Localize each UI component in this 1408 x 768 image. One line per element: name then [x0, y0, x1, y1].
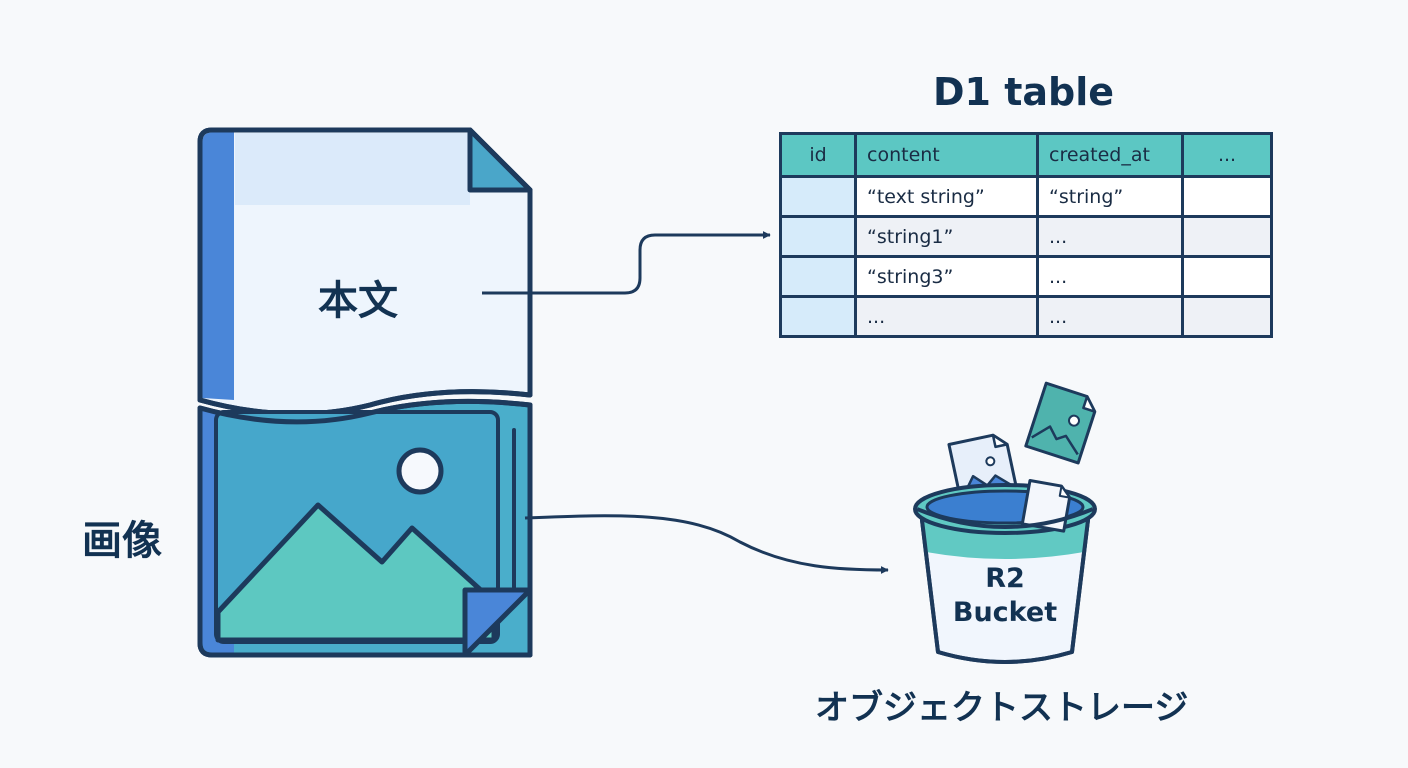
table-cell-created-at: ... [1036, 295, 1184, 338]
column-header-more: ... [1181, 132, 1273, 178]
d1-table: id content created_at ... “text string” … [779, 132, 1273, 338]
object-storage-label: オブジェクトストレージ [815, 688, 1189, 728]
table-cell-content: “string3” [854, 255, 1039, 298]
bucket-label: R2 Bucket [940, 562, 1070, 630]
arrow-to-r2 [524, 514, 889, 574]
table-row: “text string” “string” [779, 175, 1273, 218]
table-cell-created-at: ... [1036, 255, 1184, 298]
table-cell-id [779, 175, 857, 218]
table-row: “string3” ... [779, 255, 1273, 298]
arrow-to-d1 [482, 231, 771, 295]
table-cell-id [779, 295, 857, 338]
column-header-id: id [779, 132, 857, 178]
table-row: “string1” ... [779, 215, 1273, 258]
document-image-label: 画像 [82, 518, 162, 564]
table-cell-created-at: ... [1036, 215, 1184, 258]
d1-table-title: D1 table [933, 70, 1115, 114]
mountain-icon [215, 502, 497, 643]
table-cell-id [779, 255, 857, 298]
sun-icon [396, 447, 444, 495]
document-image-page [197, 398, 533, 658]
r2-bucket [913, 478, 1097, 664]
column-header-created-at: created_at [1036, 132, 1184, 178]
table-cell-more [1181, 255, 1273, 298]
table-cell-content: “text string” [854, 175, 1039, 218]
table-cell-more [1181, 295, 1273, 338]
table-row: ... ... [779, 295, 1273, 338]
file-image-icon-teal [1024, 381, 1097, 465]
bucket-label-line2: Bucket [952, 597, 1058, 628]
table-cell-content: “string1” [854, 215, 1039, 258]
table-cell-id [779, 215, 857, 258]
table-cell-created-at: “string” [1036, 175, 1184, 218]
document-body-label: 本文 [318, 278, 398, 324]
table-header-row: id content created_at ... [779, 132, 1273, 178]
table-cell-content: ... [854, 295, 1039, 338]
bucket-label-line1: R2 [985, 563, 1025, 594]
page-curl-corner [462, 587, 533, 658]
table-cell-more [1181, 175, 1273, 218]
column-header-content: content [854, 132, 1039, 178]
table-cell-more [1181, 215, 1273, 258]
